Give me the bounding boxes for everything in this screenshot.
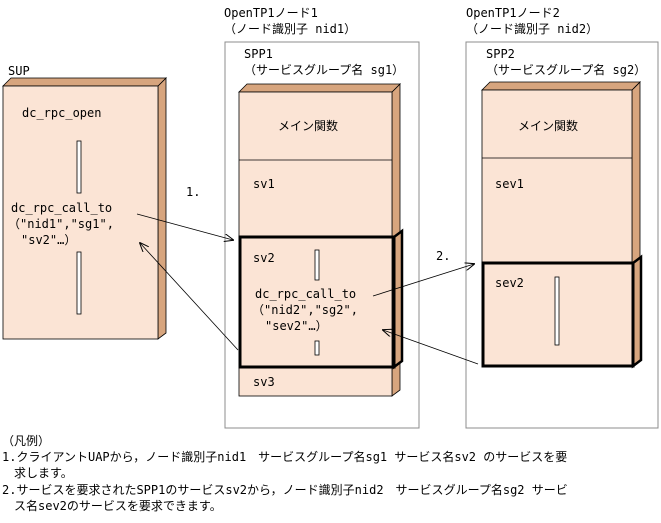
node2-id-label: （ノード識別子 nid2）	[466, 22, 599, 36]
sup-open-call: dc_rpc_open	[22, 106, 102, 120]
spp2-group-label: （サービスグループ名 sg2）	[486, 63, 647, 77]
sup-process-bar-upper	[76, 140, 82, 194]
legend-line-3: 2.サービスを要求されたSPP1のサービスsv2から，ノード識別子nid2 サー…	[2, 483, 568, 497]
step-1-label: 1.	[186, 185, 201, 199]
spp1-sv2-highlight	[238, 228, 404, 370]
legend-line-4: ス名sev2のサービスを要求できます。	[2, 499, 222, 513]
legend-line-1: 1.クライアントUAPから，ノード識別子nid1 サービスグループ名sg1 サー…	[2, 450, 568, 464]
spp1-group-label: （サービスグループ名 sg1）	[244, 63, 405, 77]
spp2-sev2-highlight	[481, 254, 643, 369]
spp2-service-sev1: sev1	[495, 177, 524, 191]
sup-call-line-3: "sv2"…）	[21, 233, 77, 247]
spp1-service-sv1: sv1	[253, 177, 275, 191]
arrow-sup-to-spp1-request	[136, 213, 233, 240]
legend-heading: （凡例）	[2, 434, 51, 448]
arrow-spp1-to-sup-response	[140, 243, 239, 351]
spp1-process-bar-upper	[314, 249, 320, 281]
sup-process-bar-lower	[76, 251, 82, 315]
spp2-main-function: メイン関数	[518, 119, 579, 133]
node1-id-label: （ノード識別子 nid1）	[224, 22, 357, 36]
node2-name: OpenTP1ノード2	[466, 6, 560, 20]
spp1-process-bar-lower	[314, 340, 320, 356]
spp2-service-sev2: sev2	[495, 276, 524, 290]
arrow-spp2-to-spp1-response	[383, 330, 479, 365]
legend-line-2: 求します。	[2, 466, 73, 480]
sup-call-line-2: （"nid1","sg1",	[8, 217, 114, 231]
sup-box	[2, 77, 167, 340]
sup-label: SUP	[8, 64, 30, 78]
spp1-call-line-1: dc_rpc_call_to	[255, 287, 357, 301]
spp2-name: SPP2	[486, 47, 515, 61]
spp1-main-function: メイン関数	[278, 119, 339, 133]
spp1-call-line-3: "sev2"…）	[265, 319, 328, 333]
spp1-call-line-2: （"nid2","sg2",	[252, 303, 358, 317]
arrow-spp1-to-spp2-request	[372, 264, 474, 297]
spp1-service-sv3: sv3	[253, 375, 275, 389]
spp1-service-sv2: sv2	[253, 251, 275, 265]
step-2-label: 2.	[436, 249, 451, 263]
spp2-process-bar	[554, 276, 560, 346]
sup-call-line-1: dc_rpc_call_to	[11, 201, 113, 215]
node1-name: OpenTP1ノード1	[224, 6, 318, 20]
spp1-name: SPP1	[244, 47, 273, 61]
